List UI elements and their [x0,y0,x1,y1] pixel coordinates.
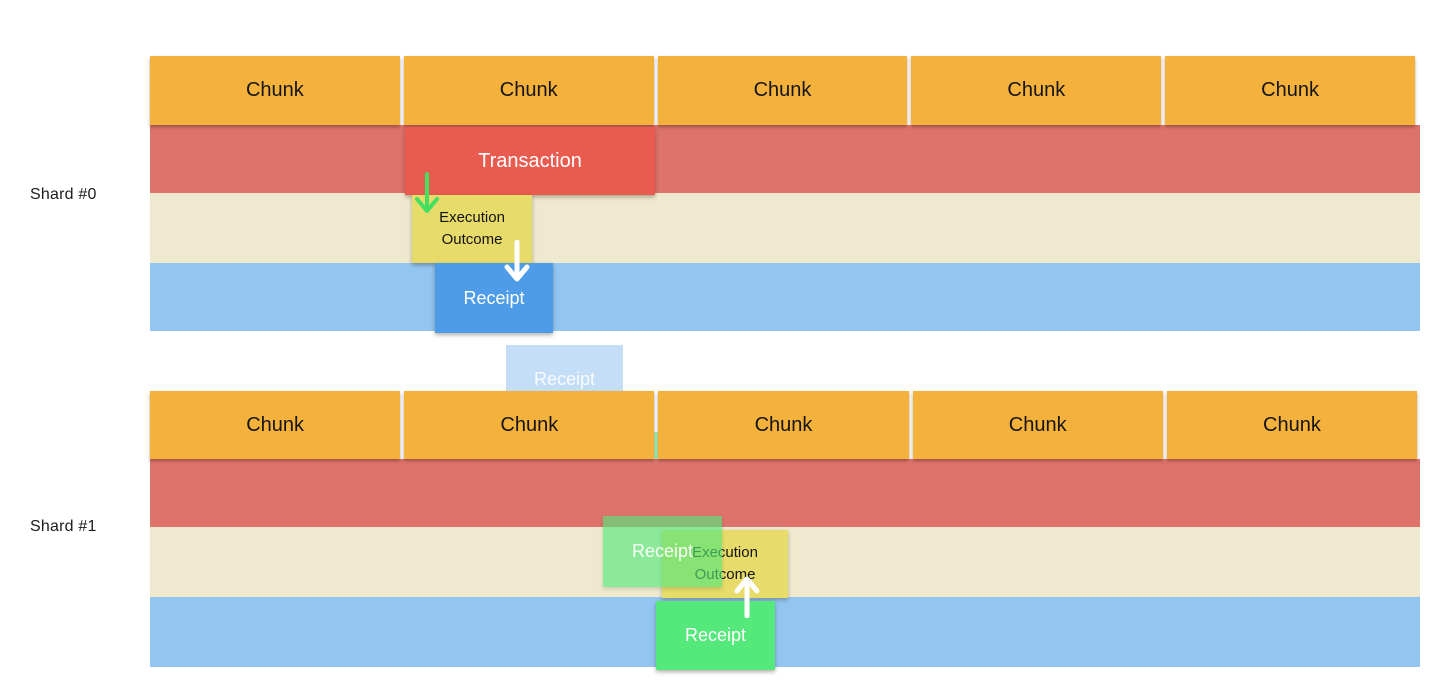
shard0-transaction-band [150,125,1420,193]
shard0-receipt-band [150,263,1420,331]
shard0-label: Shard #0 [30,186,97,203]
chunk-box: Chunk [1166,391,1418,459]
transaction-box: Transaction [405,127,655,195]
shard1-chunk-row: Chunk Chunk Chunk Chunk Chunk [150,391,1418,459]
chunk-box: Chunk [911,56,1162,125]
arrow-down-white-icon [503,240,531,284]
chunk-box: Chunk [1165,56,1415,125]
receipt-ghost-arriving: Receipt [603,516,722,587]
shard0-outcome-band [150,193,1420,263]
chunk-box: Chunk [404,391,655,459]
arrow-up-white-icon [733,574,761,618]
chunk-box: Chunk [150,56,400,125]
shard0-chunk-row: Chunk Chunk Chunk Chunk Chunk [150,56,1415,125]
arrow-down-green-icon [414,172,440,216]
shard1-transaction-band [150,459,1420,527]
shard0-receipt-box: Receipt [435,263,553,333]
shard0-execution-outcome-box: Execution Outcome [412,195,532,263]
shard1-receipt-band [150,597,1420,667]
chunk-box: Chunk [658,391,909,459]
shard1-label: Shard #1 [30,518,97,535]
chunk-box: Chunk [912,391,1163,459]
chunk-box: Chunk [403,56,654,125]
chunk-box: Chunk [150,391,401,459]
shard1-receipt-box: Receipt [656,601,775,670]
chunk-box: Chunk [657,56,908,125]
